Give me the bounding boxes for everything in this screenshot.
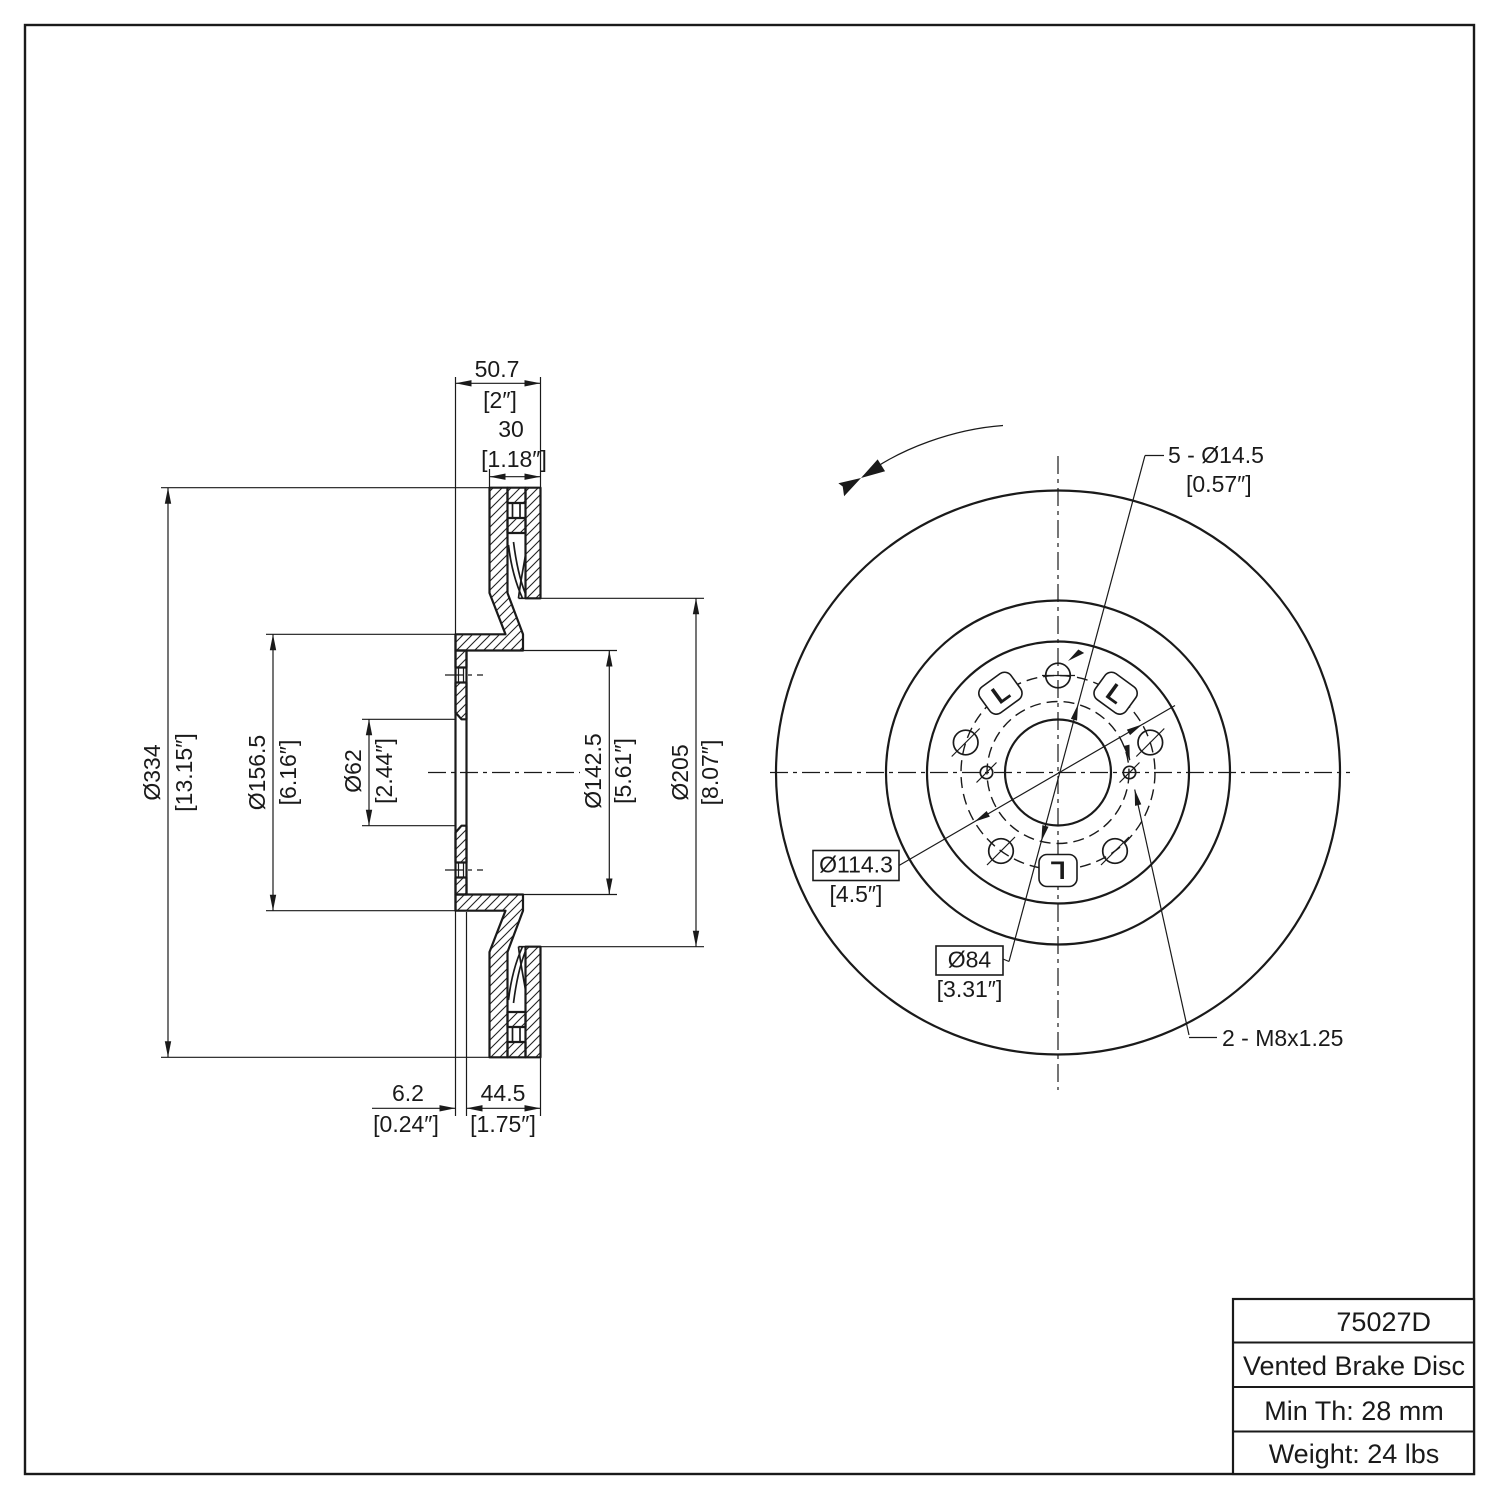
outer-diameter-circle xyxy=(774,489,1342,1056)
rotation-arrow xyxy=(838,424,1004,497)
hat-od-circle xyxy=(925,640,1191,905)
dim-band-width-in: [1.18″] xyxy=(481,446,547,472)
dim-braking-id-in: [8.07″] xyxy=(697,740,723,806)
weight: Weight: 24 lbs xyxy=(1269,1439,1440,1469)
dim-overall-width-in: [2″] xyxy=(483,387,517,413)
dim-inner-width-mm: 44.5 xyxy=(481,1080,526,1106)
dim-outer-diameter-in: [13.15″] xyxy=(171,733,197,811)
dim-braking-id-mm: Ø205 xyxy=(667,744,693,800)
stamp-bottom: L xyxy=(1038,853,1078,888)
part-number: 75027D xyxy=(1336,1307,1431,1337)
center-bore-circle xyxy=(1003,718,1113,827)
bolt-circle xyxy=(960,674,1156,871)
dim-overall-width-mm: 50.7 xyxy=(475,356,520,382)
label-bolt-circle-in: [4.5″] xyxy=(830,881,883,907)
bolt-circle-frame xyxy=(812,849,900,882)
dim-band-width-mm: 30 xyxy=(498,416,524,442)
thread-holes xyxy=(976,762,1140,783)
sheet-border xyxy=(23,23,1476,1476)
pilot-circle-frame xyxy=(935,945,1004,976)
label-lug-holes: 5 - Ø14.5 xyxy=(1168,442,1264,468)
stamp-letter: L xyxy=(1050,856,1065,884)
label-thread-holes: 2 - M8x1.25 xyxy=(1222,1025,1343,1051)
part-description: Vented Brake Disc xyxy=(1243,1351,1465,1381)
title-block: 75027D Vented Brake Disc Min Th: 28 mm W… xyxy=(1231,1297,1476,1476)
dim-hat-od-mm: Ø156.5 xyxy=(244,735,270,810)
label-lug-holes-in: [0.57″] xyxy=(1186,471,1252,497)
section-view: 50.7 [2″] 30 [1.18″] Ø334 [13.15″] Ø156.… xyxy=(139,356,723,1137)
dim-bore-mm: Ø62 xyxy=(340,749,366,792)
braking-id-circle xyxy=(884,599,1232,946)
stamp-upper-left: L xyxy=(977,671,1023,715)
front-view: L L L 5 - Ø14.5 [0.57″] Ø114.3 [4. xyxy=(770,424,1350,1090)
dim-flange-th-in: [0.24″] xyxy=(373,1111,439,1137)
dim-inner-width-in: [1.75″] xyxy=(470,1111,536,1137)
min-thickness: Min Th: 28 mm xyxy=(1264,1396,1444,1426)
lug-holes xyxy=(951,662,1165,866)
dim-outer-diameter-mm: Ø334 xyxy=(139,744,165,800)
dim-bore-in: [2.44″] xyxy=(371,738,397,804)
dim-hat-od-in: [6.16″] xyxy=(275,740,301,806)
stamp-upper-right: L xyxy=(1093,671,1139,715)
label-pilot-circle-mm: Ø84 xyxy=(948,947,992,973)
dim-flange-th-mm: 6.2 xyxy=(392,1080,424,1106)
label-pilot-circle-in: [3.31″] xyxy=(937,976,1003,1002)
label-bolt-circle-mm: Ø114.3 xyxy=(819,852,893,878)
dim-hat-id-mm: Ø142.5 xyxy=(580,733,606,808)
dim-hat-id-in: [5.61″] xyxy=(610,738,636,804)
